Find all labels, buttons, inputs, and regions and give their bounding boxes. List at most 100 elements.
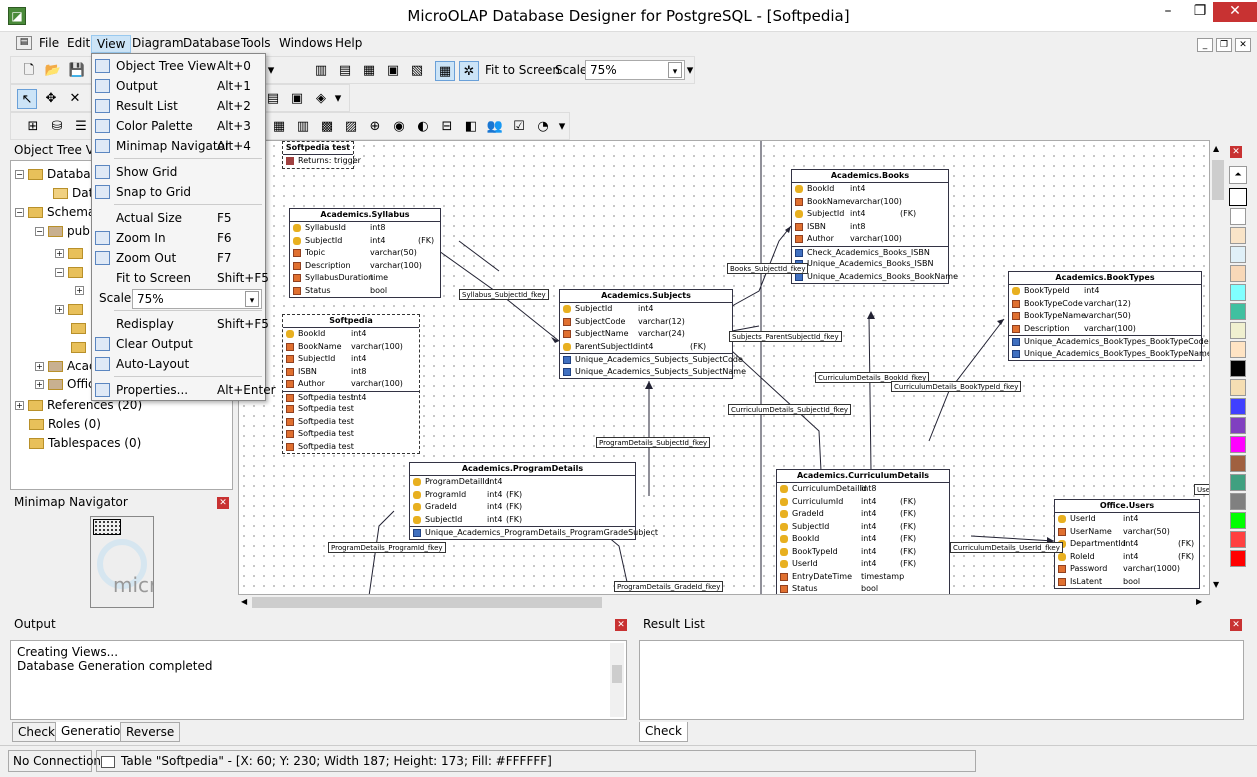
tree-node-office[interactable]: +Offic bbox=[35, 377, 95, 391]
palette-color-swatch[interactable] bbox=[1230, 208, 1246, 225]
close-window-button[interactable]: ✕ bbox=[1213, 2, 1257, 22]
tree-node-types[interactable] bbox=[71, 340, 90, 358]
table-tool-icon[interactable]: ⊞ bbox=[27, 119, 39, 134]
maximize-icon[interactable]: ❐ bbox=[1193, 3, 1207, 19]
collapse-icon[interactable]: − bbox=[55, 268, 64, 277]
palette-color-swatch[interactable] bbox=[1230, 398, 1246, 415]
palette-color-swatch[interactable] bbox=[1230, 474, 1246, 491]
db-table-row[interactable]: Unique_Academics_Subjects_SubjectCode bbox=[560, 353, 743, 366]
tree-node-academics[interactable]: +Acad bbox=[35, 359, 97, 373]
collapse-icon[interactable]: − bbox=[35, 227, 44, 236]
menu-file[interactable]: File bbox=[39, 36, 60, 50]
close-output-icon[interactable]: ✕ bbox=[615, 619, 627, 631]
palette-color-swatch[interactable] bbox=[1230, 436, 1246, 453]
db-table-row[interactable]: Check_Academics_Books_ISBN bbox=[792, 245, 948, 259]
expand-icon[interactable]: + bbox=[35, 362, 44, 371]
app-icon[interactable]: ◪ bbox=[8, 7, 26, 25]
layout5-icon[interactable]: ▧ bbox=[410, 63, 424, 78]
layout3-icon[interactable]: ▦ bbox=[362, 63, 376, 78]
relation-label[interactable]: CurriculumDetails_SubjectId_fkey bbox=[728, 404, 852, 415]
output-scrollbar[interactable] bbox=[610, 643, 624, 717]
layout1-icon[interactable]: ▥ bbox=[314, 63, 328, 78]
db-table-row[interactable]: Softpedia test bbox=[283, 441, 419, 454]
canvas-hscrollbar[interactable]: ◀ ▶ bbox=[238, 595, 1210, 610]
snap-grid-icon[interactable]: ✲ bbox=[459, 61, 479, 81]
scroll-right-icon[interactable]: ▶ bbox=[1196, 597, 1203, 606]
palette-color-swatch[interactable] bbox=[1230, 493, 1246, 510]
expand-icon[interactable]: + bbox=[35, 380, 44, 389]
users-icon[interactable]: 👥 bbox=[486, 119, 504, 134]
db-table-row[interactable]: Unique_Academics_Subjects_SubjectName bbox=[560, 366, 746, 379]
tree-node-tables[interactable]: + bbox=[55, 246, 87, 264]
relation-label[interactable]: Use bbox=[1194, 484, 1209, 495]
tool-i-icon[interactable]: ◧ bbox=[464, 119, 478, 134]
tool-c-icon[interactable]: ▩ bbox=[320, 119, 334, 134]
tab-generation[interactable]: Generation bbox=[55, 722, 134, 742]
relation-label[interactable]: Syllabus_SubjectId_fkey bbox=[459, 289, 549, 300]
tab-check[interactable]: Check bbox=[12, 722, 61, 742]
menu-tools[interactable]: Tools bbox=[241, 36, 271, 50]
tree-node-references[interactable]: +References (20) bbox=[15, 398, 143, 412]
relation-label[interactable]: CurriculumDetails_BookId_fkey bbox=[815, 372, 930, 383]
tab-reverse[interactable]: Reverse bbox=[120, 722, 181, 742]
db-table-row[interactable]: Unique_Academics_Books_BookName bbox=[792, 271, 958, 284]
menu-view[interactable]: View bbox=[91, 35, 132, 53]
relation-label[interactable]: ProgramDetails_ProgramId_fkey bbox=[328, 542, 446, 553]
view-menu-item[interactable]: Clear Output bbox=[92, 334, 265, 354]
save-icon[interactable]: 💾 bbox=[68, 63, 86, 78]
relation-label[interactable]: Books_SubjectId_fkey bbox=[727, 263, 809, 274]
palette-color-swatch[interactable] bbox=[1230, 531, 1246, 548]
image-icon[interactable]: ▣ bbox=[290, 91, 304, 106]
close-palette-icon[interactable]: ✕ bbox=[1230, 146, 1242, 158]
tree-node-views[interactable]: − bbox=[55, 265, 87, 283]
tab-result-check[interactable]: Check bbox=[639, 722, 688, 742]
canvas-vscroll-thumb[interactable] bbox=[1212, 160, 1224, 200]
menu-help[interactable]: Help bbox=[335, 36, 363, 50]
scroll-left-icon[interactable]: ◀ bbox=[241, 597, 248, 606]
canvas-hscroll-thumb[interactable] bbox=[252, 597, 602, 608]
mdi-close-icon[interactable]: ✕ bbox=[1235, 38, 1251, 52]
relation-label[interactable]: CurriculumDetails_BookTypeId_fkey bbox=[891, 381, 1022, 392]
tree-node-public[interactable]: −publ bbox=[35, 224, 94, 238]
canvas-vscrollbar[interactable]: ▲ ▼ bbox=[1210, 140, 1226, 595]
tree-node-schemas[interactable]: −Schemas bbox=[15, 205, 102, 219]
layout4-icon[interactable]: ▣ bbox=[386, 63, 400, 78]
tree-node-sequences[interactable] bbox=[71, 321, 90, 339]
palette-color-swatch[interactable] bbox=[1230, 284, 1246, 301]
